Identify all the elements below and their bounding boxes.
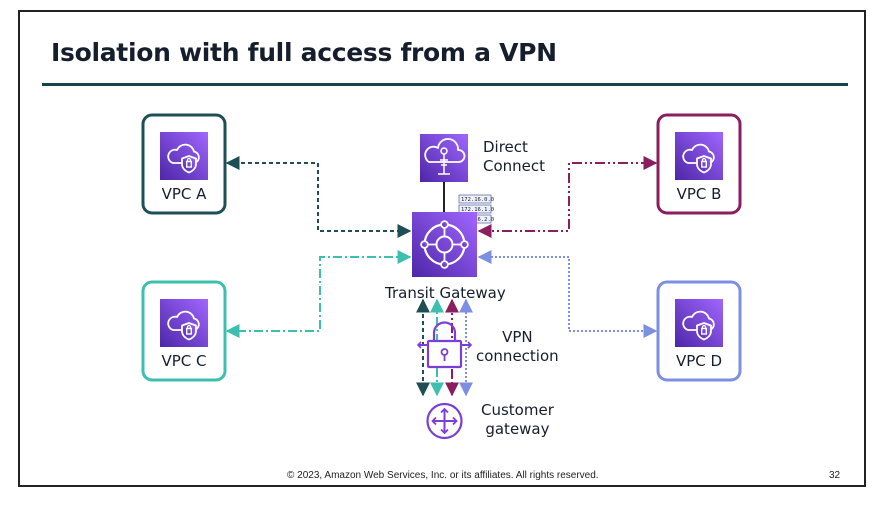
transit-gateway-icon [412, 212, 477, 277]
vpn-lock-icon [416, 321, 473, 369]
vpc-c-label: VPC C [161, 352, 207, 370]
connector-vpc-c [225, 250, 412, 338]
direct-connect-label-line1: Direct [483, 138, 528, 156]
title-divider [42, 83, 848, 86]
vpc-b-label: VPC B [676, 185, 722, 203]
copyright-footer: © 2023, Amazon Web Services, Inc. or its… [287, 470, 599, 481]
customer-gateway-label-line1: Customer [481, 401, 554, 419]
connector-vpc-a [225, 156, 412, 238]
vpn-connection-label-line2: connection [476, 347, 559, 365]
vpc-a-icon [159, 131, 209, 181]
direct-connect-label-line2: Connect [483, 157, 546, 175]
vpc-c-icon [159, 298, 209, 348]
vpc-b-icon [674, 131, 724, 181]
route-entry-3: 172.16.2.0 [461, 217, 494, 223]
transit-gateway-label: Transit Gateway [385, 284, 506, 302]
direct-connect-label: Direct Connect [483, 138, 545, 176]
route-entry-1: 172.16.0.0 [461, 197, 494, 203]
slide-title: Isolation with full access from a VPN [51, 38, 557, 67]
vpc-d-label: VPC D [675, 352, 723, 370]
connector-vpc-b [477, 156, 658, 238]
vpn-connection-label-line1: VPN [502, 328, 533, 346]
vpn-connection-label: VPN connection [476, 328, 559, 366]
vpc-d-icon [674, 298, 724, 348]
route-entry-2: 172.16.1.0 [461, 207, 494, 213]
customer-gateway-label: Customer gateway [481, 401, 554, 439]
direct-connect-icon [420, 134, 468, 182]
customer-gateway-icon [426, 402, 463, 440]
page-number: 32 [829, 470, 841, 481]
customer-gateway-label-line2: gateway [485, 420, 550, 438]
connector-vpc-d [477, 250, 658, 338]
vpc-a-label: VPC A [161, 185, 207, 203]
